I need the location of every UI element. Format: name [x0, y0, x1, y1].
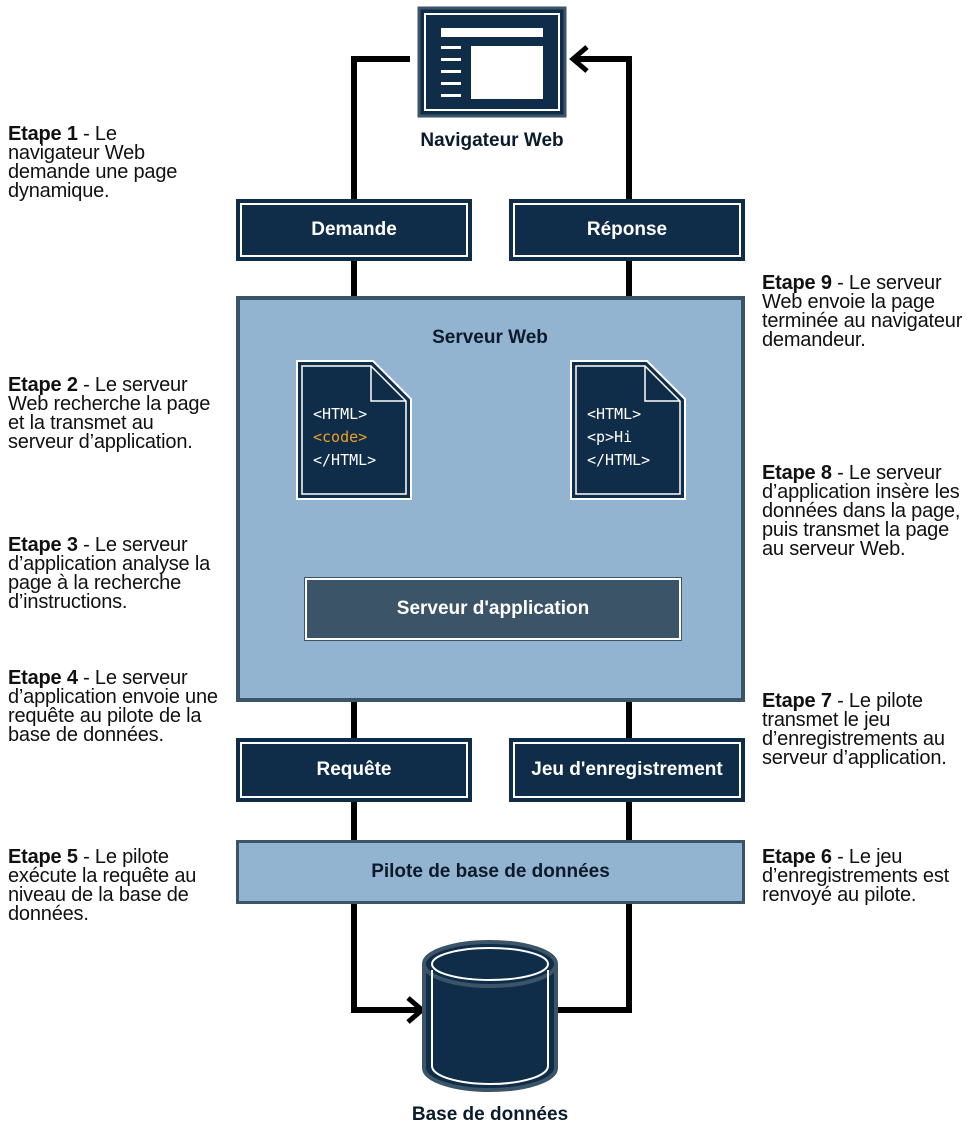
- step-title: Etape 2: [8, 374, 78, 396]
- step-title: Etape 1: [8, 123, 78, 145]
- step-text: - Le pilote exécute la requête au niveau…: [8, 846, 197, 925]
- step-3-note: Etape 3 - Le serveur d’application analy…: [8, 534, 224, 613]
- response-box: Réponse: [509, 199, 745, 261]
- request-box: Demande: [236, 199, 472, 261]
- step-title: Etape 4: [8, 667, 78, 689]
- step-2-note: Etape 2 - Le serveur Web recherche la pa…: [8, 374, 220, 453]
- step-9-note: Etape 9 - Le serveur Web envoie la page …: [762, 272, 968, 351]
- web-server-label: Serveur Web: [432, 327, 548, 348]
- app-server-box: Serveur d'application: [304, 577, 682, 641]
- database-cylinder-icon: [422, 940, 558, 1092]
- step-title: Etape 3: [8, 534, 78, 556]
- dynamic-page-document-icon: [296, 360, 412, 500]
- step-7-note: Etape 7 - Le pilote transmet le jeu d’en…: [762, 690, 974, 769]
- step-text: - Le serveur d’application analyse la pa…: [8, 534, 211, 613]
- step-title: Etape 6: [762, 846, 832, 868]
- step-1-note: Etape 1 - Le navigateur Web demande une …: [8, 123, 208, 202]
- finished-page-code: <HTML> <p>Hi </HTML>: [587, 403, 650, 472]
- step-title: Etape 7: [762, 690, 832, 712]
- step-6-note: Etape 6 - Le jeu d’enregistrements est r…: [762, 846, 974, 906]
- code-line-1: <HTML>: [313, 405, 368, 423]
- dynamic-page-code: <HTML> <code> </HTML>: [313, 403, 376, 472]
- wire-database-to-driver: [554, 904, 632, 1013]
- arrowhead-browser: [569, 45, 589, 73]
- code-line-2: <code>: [313, 428, 368, 446]
- code-line-3: </HTML>: [313, 451, 377, 469]
- step-text: - Le jeu d’enregistrements est renvoyé a…: [762, 846, 950, 906]
- database-driver-box: Pilote de base de données: [236, 840, 745, 904]
- finished-page-document-icon: [570, 360, 686, 500]
- recordset-box: Jeu d'enregistrement: [509, 738, 745, 802]
- step-title: Etape 9: [762, 272, 832, 294]
- step-text: - Le serveur Web envoie la page terminée…: [762, 272, 963, 351]
- code-line-3: </HTML>: [587, 451, 651, 469]
- step-8-note: Etape 8 - Le serveur d’application insèr…: [762, 462, 974, 560]
- browser-window-icon: [417, 6, 567, 118]
- database-label: Base de données: [411, 1104, 569, 1125]
- code-line-2: <p>Hi: [587, 428, 633, 446]
- wire-response-to-browser: [575, 56, 632, 200]
- browser-label: Navigateur Web: [420, 130, 564, 151]
- step-5-note: Etape 5 - Le pilote exécute la requête a…: [8, 846, 220, 925]
- step-text: - Le serveur d’application insère les do…: [762, 462, 961, 560]
- step-text: - Le navigateur Web demande une page dyn…: [8, 123, 178, 202]
- step-text: - Le pilote transmet le jeu d’enregistre…: [762, 690, 947, 769]
- wire-browser-to-request: [351, 56, 410, 200]
- query-box: Requête: [236, 738, 472, 802]
- step-text: - Le serveur Web recherche la page et la…: [8, 374, 211, 453]
- step-title: Etape 8: [762, 462, 832, 484]
- step-text: - Le serveur d’application envoie une re…: [8, 667, 218, 746]
- wire-driver-to-database: [351, 904, 418, 1013]
- step-4-note: Etape 4 - Le serveur d’application envoi…: [8, 667, 218, 746]
- code-line-1: <HTML>: [587, 405, 642, 423]
- step-title: Etape 5: [8, 846, 78, 868]
